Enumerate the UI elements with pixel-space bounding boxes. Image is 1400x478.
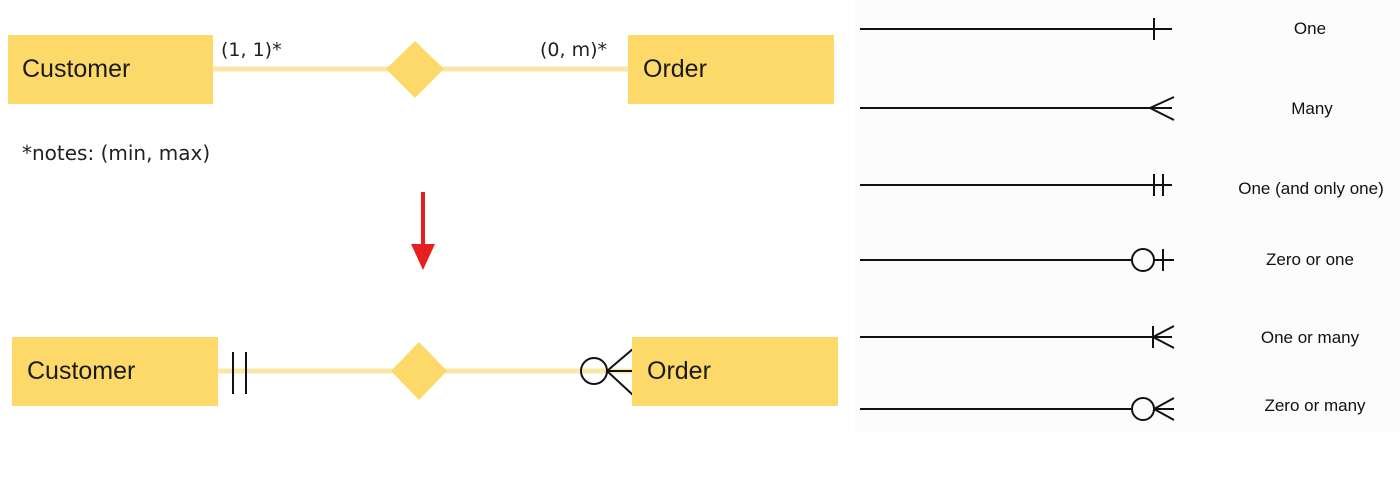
legend-one-and-only-one-icon xyxy=(860,174,1172,196)
top-order-entity: Order xyxy=(628,35,834,104)
legend-one-or-many-icon xyxy=(860,325,1175,349)
notes-text: *notes: (min, max) xyxy=(22,141,211,165)
top-order-entity-label: Order xyxy=(643,55,707,83)
legend-label-one-and-only-one: One (and only one) xyxy=(1238,179,1384,198)
legend-label-many: Many xyxy=(1291,99,1333,118)
legend-zero-or-many-icon xyxy=(860,397,1175,421)
top-customer-entity: Customer xyxy=(8,35,213,104)
legend-label-zero-or-one: Zero or one xyxy=(1266,250,1354,269)
legend-label-zero-or-many: Zero or many xyxy=(1264,396,1366,415)
legend-label-one-or-many: One or many xyxy=(1260,328,1360,347)
legend-label-one: One xyxy=(1293,19,1327,38)
top-customer-entity-label: Customer xyxy=(22,55,131,83)
right-cardinality-label: (0, m)* xyxy=(540,39,608,61)
bottom-customer-entity-label: Customer xyxy=(27,357,136,385)
bottom-order-entity-label: Order xyxy=(647,357,711,385)
bottom-order-entity: Order xyxy=(632,337,838,406)
top-relationship-diamond xyxy=(386,41,444,98)
transform-arrow-head xyxy=(411,244,435,270)
legend-one-icon xyxy=(860,18,1172,40)
order-zero-or-many-icon xyxy=(580,347,635,397)
legend-zero-or-one-icon xyxy=(860,248,1174,272)
legend-panel xyxy=(855,0,1400,432)
legend-many-icon xyxy=(860,96,1175,121)
customer-one-and-only-one-icon xyxy=(232,352,247,394)
bottom-customer-entity: Customer xyxy=(12,337,218,406)
bottom-relationship-diamond xyxy=(391,342,447,400)
left-cardinality-label: (1, 1)* xyxy=(221,39,282,61)
